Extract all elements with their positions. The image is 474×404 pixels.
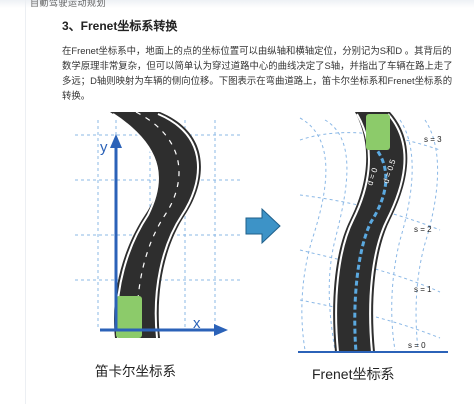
d-label-neg: d = -0.5 — [345, 159, 362, 188]
x-axis-label: x — [193, 315, 201, 332]
page-margin-line — [25, 0, 26, 404]
frenet-diagram: d = -0.5 d = 0 d = 0.5 s = 3 s = 2 s = 1… — [298, 112, 448, 353]
section-title: 3、Frenet坐标系转换 — [62, 19, 178, 33]
s-label-1: s = 1 — [414, 285, 432, 294]
frenet-center-line — [353, 144, 388, 353]
frenet-figure: y x d = -0.5 d = 0 d = 0.5 s = 3 — [75, 111, 448, 353]
top-strip — [0, 0, 474, 8]
y-axis-label: y — [100, 139, 108, 156]
cartesian-diagram: y x — [75, 111, 240, 339]
s-label-2: s = 2 — [414, 225, 432, 234]
header-fragment: 自動驾驶运动规划 — [30, 0, 107, 8]
cartesian-caption: 笛卡尔坐标系 — [95, 364, 176, 379]
car-frenet — [366, 114, 390, 150]
transform-arrow — [245, 207, 281, 245]
car-cartesian — [116, 296, 142, 338]
s-label-0: s = 0 — [408, 341, 426, 350]
section-paragraph: 在Frenet坐标系中，地面上的点的坐标位置可以由纵轴和横轴定位，分别记为S和D… — [62, 45, 453, 101]
watermark: ummer — [355, 368, 387, 379]
frenet-caption: Frenet坐标系 — [312, 366, 395, 382]
s-label-3: s = 3 — [424, 135, 442, 144]
cartesian-road — [110, 112, 201, 338]
frenet-road — [333, 112, 408, 352]
